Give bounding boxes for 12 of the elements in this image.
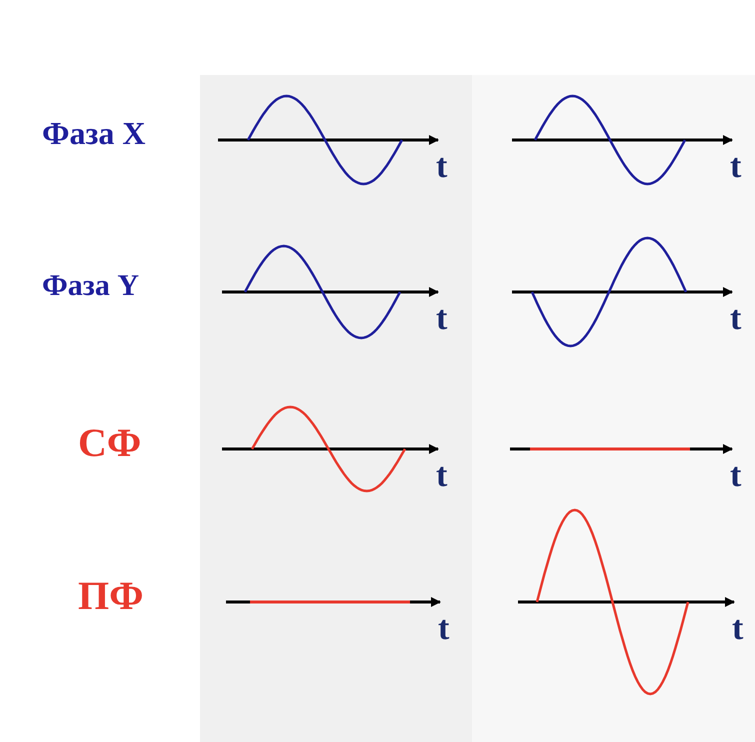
axis-label: t — [730, 148, 742, 186]
row-label: СФ — [78, 419, 142, 466]
axis-label: t — [732, 610, 744, 648]
axis-label: t — [436, 148, 448, 186]
row-label: ПФ — [78, 572, 144, 619]
axis-label: t — [438, 610, 450, 648]
row-label: Фаза Y — [42, 268, 139, 302]
row-label: Фаза X — [42, 115, 146, 152]
axis-label: t — [436, 300, 448, 338]
axis-label: t — [730, 300, 742, 338]
axis-label: t — [730, 457, 742, 495]
axis-label: t — [436, 457, 448, 495]
